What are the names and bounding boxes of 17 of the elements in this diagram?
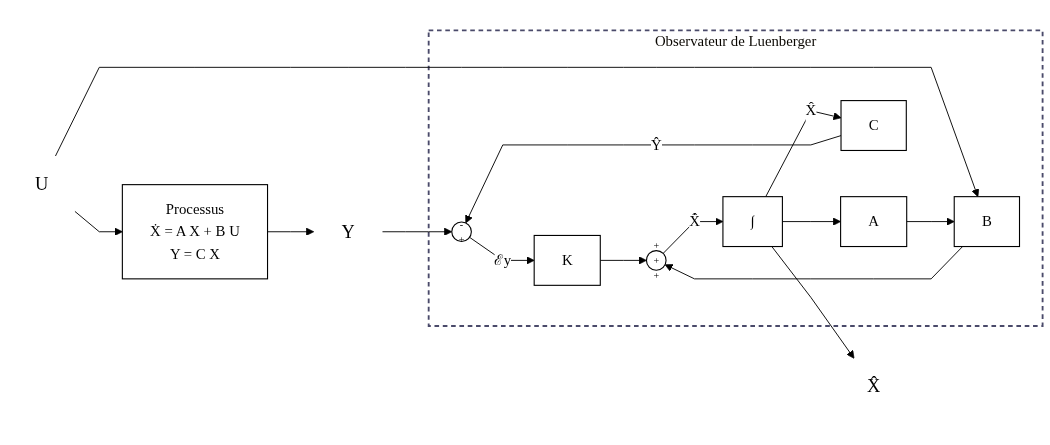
node-label: + <box>653 270 660 282</box>
node-label: + <box>653 239 660 251</box>
node-text: U <box>35 174 49 195</box>
edge-label: Ŷ <box>650 137 662 153</box>
node-box: A <box>840 196 908 248</box>
node-box: K <box>533 235 601 287</box>
node-box: Processus Ẋ = A X + B U Y = C X <box>121 184 269 280</box>
node-box: ∫ <box>722 196 783 248</box>
node-text: Y <box>341 222 355 243</box>
edge-label: X̂̇ <box>689 213 700 230</box>
node-circle: + <box>645 250 667 272</box>
edge-label: X̂ <box>805 102 817 119</box>
node-box: C <box>840 100 907 152</box>
edge-label: ℰy <box>494 252 512 269</box>
node-text: X̂ <box>866 376 881 397</box>
node-circle: - + <box>451 221 472 243</box>
node-box: B <box>953 196 1021 248</box>
